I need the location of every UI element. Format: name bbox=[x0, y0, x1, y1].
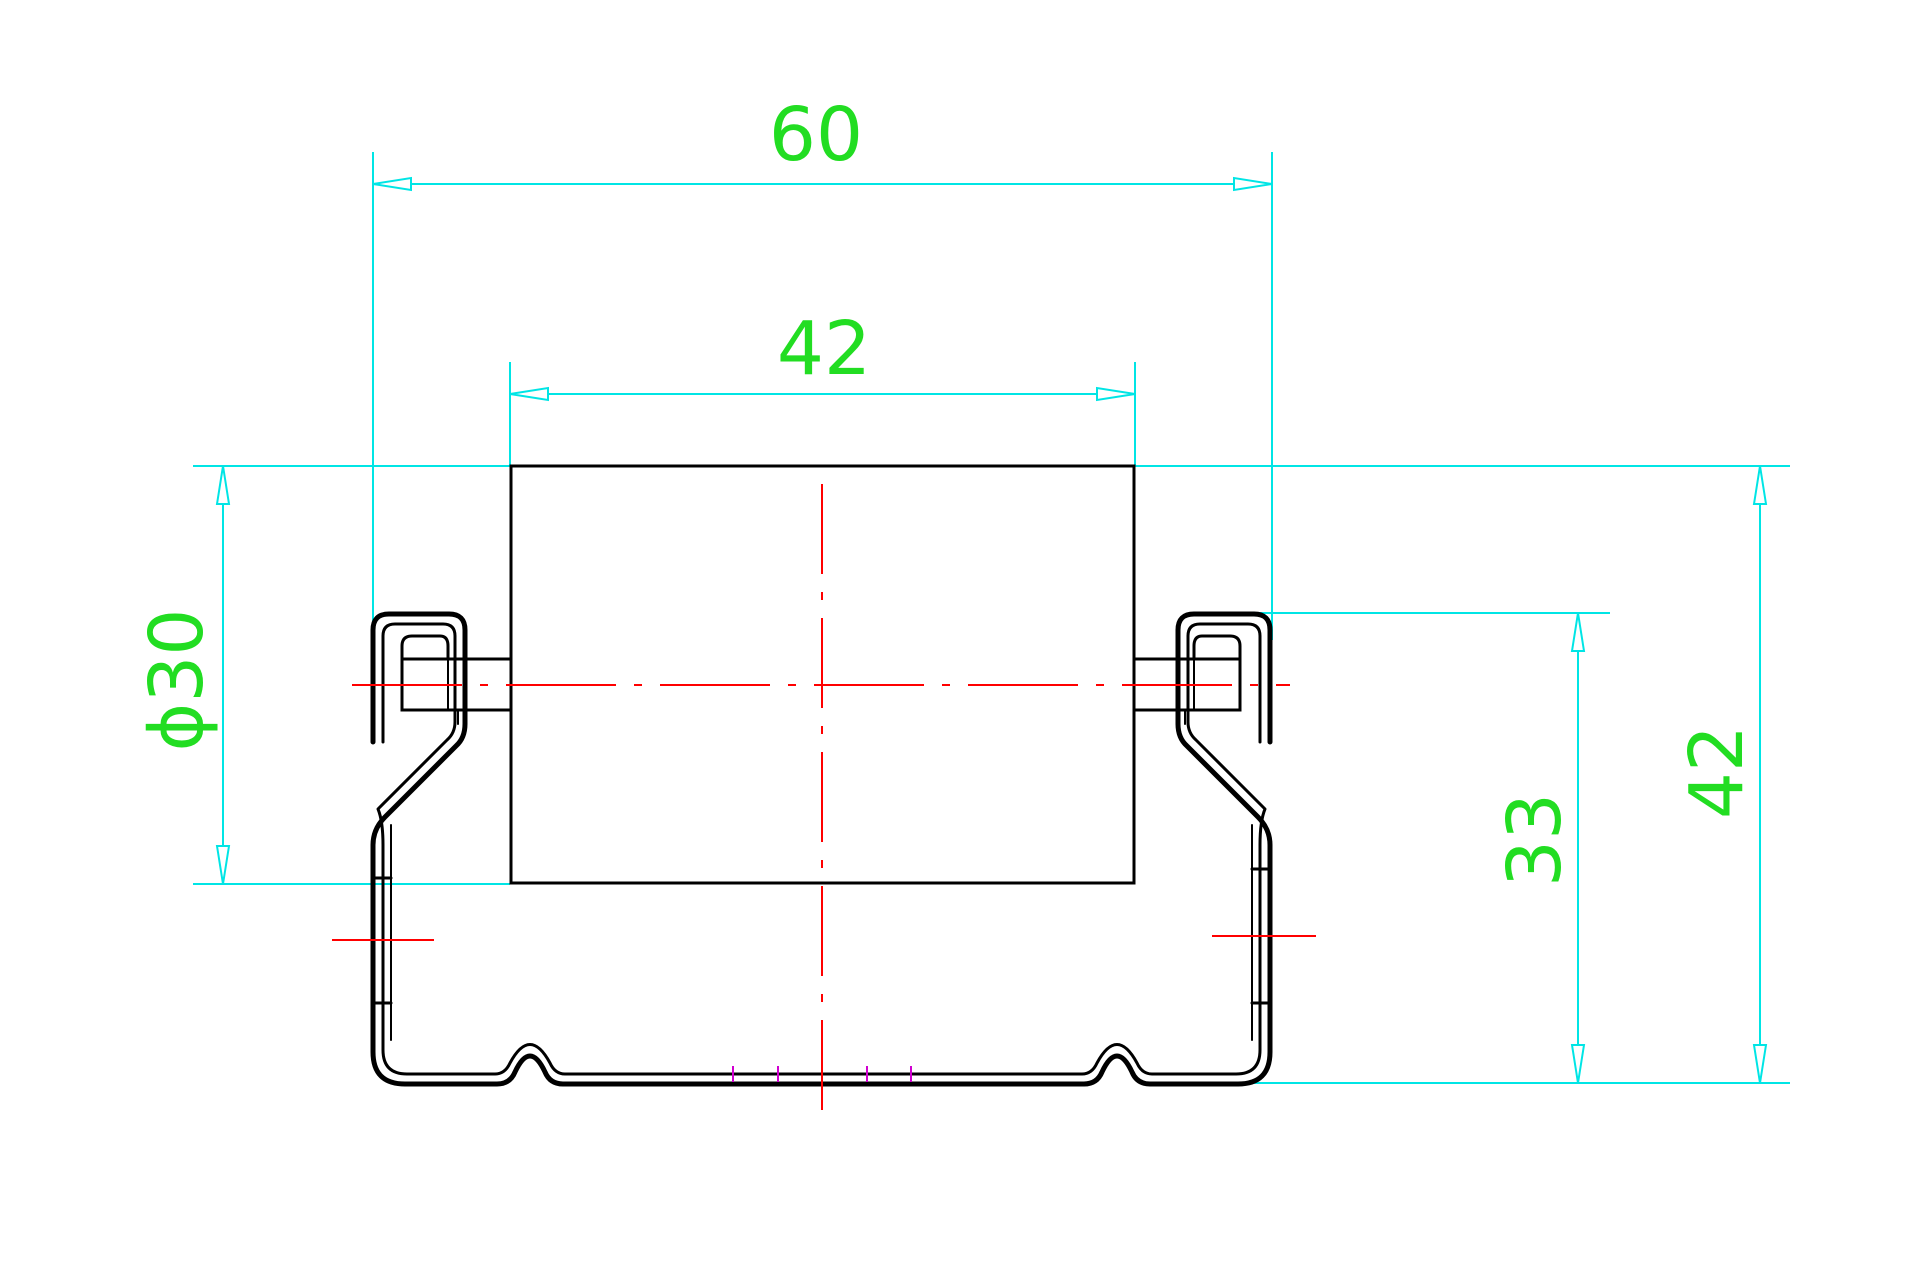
arrow-33-bottom bbox=[1570, 1044, 1586, 1084]
label-shaft-height: 33 bbox=[1492, 793, 1578, 887]
label-roller-diameter: ϕ30 bbox=[134, 609, 220, 752]
arrow-42v-bottom bbox=[1752, 1044, 1768, 1084]
frame-left-lip bbox=[400, 634, 450, 712]
base-tick-marks bbox=[732, 1066, 912, 1082]
label-overall-width: 60 bbox=[769, 92, 863, 178]
frame-channel bbox=[370, 611, 1273, 1087]
frame-inner-profile bbox=[376, 622, 1267, 1076]
arrow-60-right bbox=[1233, 176, 1273, 192]
frame-right-lip bbox=[1192, 634, 1242, 712]
dimension-lines bbox=[193, 152, 1790, 1084]
arrow-42v-top bbox=[1752, 465, 1768, 505]
frame-outer-profile bbox=[370, 611, 1273, 1087]
arrow-42h-left bbox=[509, 386, 549, 402]
arrow-phi30-top bbox=[215, 465, 231, 505]
arrow-42h-right bbox=[1096, 386, 1136, 402]
label-overall-height: 42 bbox=[1674, 725, 1760, 819]
dimension-labels: 60 42 ϕ30 33 42 bbox=[134, 92, 1760, 887]
arrow-60-left bbox=[372, 176, 412, 192]
arrow-33-top bbox=[1570, 612, 1586, 652]
label-roller-length: 42 bbox=[777, 306, 871, 392]
arrow-phi30-bottom bbox=[215, 845, 231, 885]
center-lines bbox=[332, 484, 1316, 1126]
